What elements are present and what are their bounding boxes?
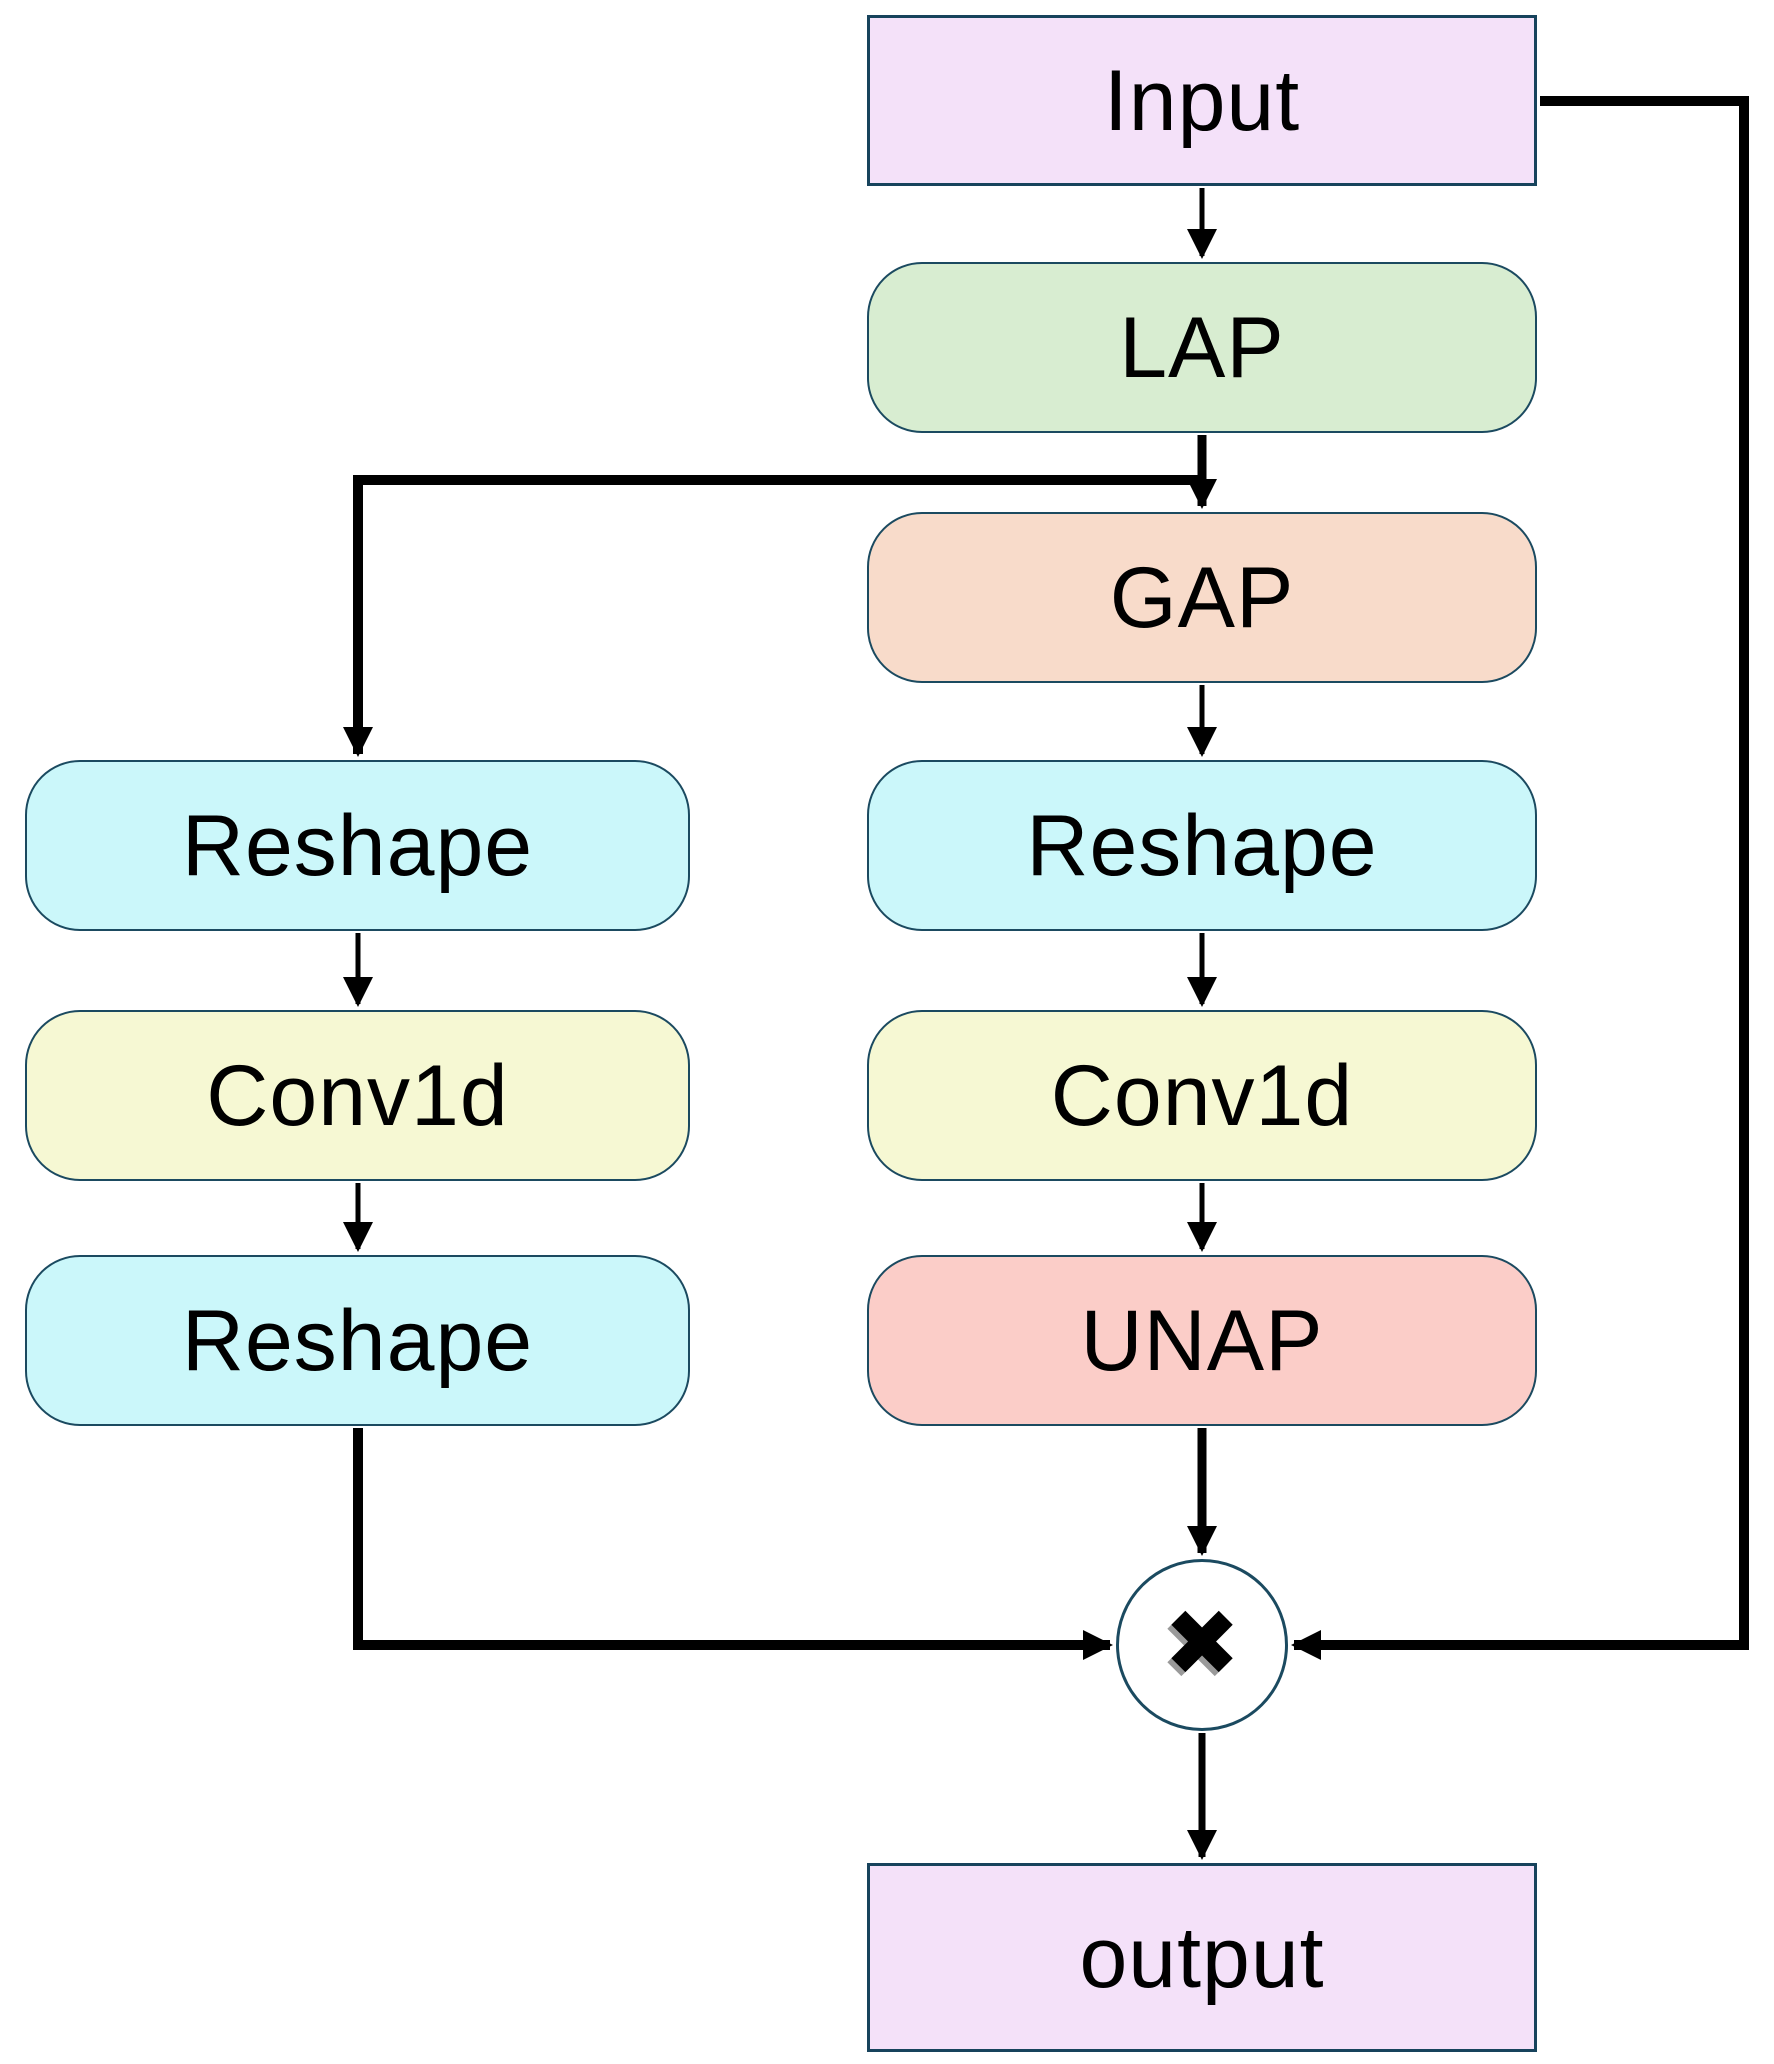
node-gap: GAP (867, 512, 1537, 683)
node-conv1d-left: Conv1d (25, 1010, 690, 1181)
multiply-operator: ✖ (1116, 1559, 1288, 1731)
node-unap: UNAP (867, 1255, 1537, 1426)
branch-lap-to-left-reshape (343, 475, 1206, 757)
node-input: Input (867, 15, 1537, 186)
node-output: output (867, 1863, 1537, 2052)
node-conv1d-right: Conv1d (867, 1010, 1537, 1181)
node-reshape-left-top: Reshape (25, 760, 690, 931)
node-conv1d-left-label: Conv1d (206, 1047, 509, 1144)
multiply-icon: ✖ (1163, 1592, 1241, 1695)
node-reshape-left-bottom: Reshape (25, 1255, 690, 1426)
node-input-label: Input (1103, 52, 1301, 149)
node-output-label: output (1079, 1909, 1325, 2006)
node-unap-label: UNAP (1080, 1292, 1324, 1389)
node-lap-label: LAP (1119, 299, 1285, 396)
node-reshape-left-bottom-label: Reshape (181, 1292, 534, 1389)
node-gap-label: GAP (1109, 549, 1295, 646)
node-reshape-left-top-label: Reshape (181, 797, 534, 894)
wire-input-skip-to-multiply (1291, 96, 1749, 1660)
node-lap: LAP (867, 262, 1537, 433)
node-conv1d-right-label: Conv1d (1050, 1047, 1354, 1144)
wire-left-reshape-to-multiply (353, 1428, 1113, 1660)
node-reshape-right-label: Reshape (1026, 797, 1378, 894)
node-reshape-right: Reshape (867, 760, 1537, 931)
